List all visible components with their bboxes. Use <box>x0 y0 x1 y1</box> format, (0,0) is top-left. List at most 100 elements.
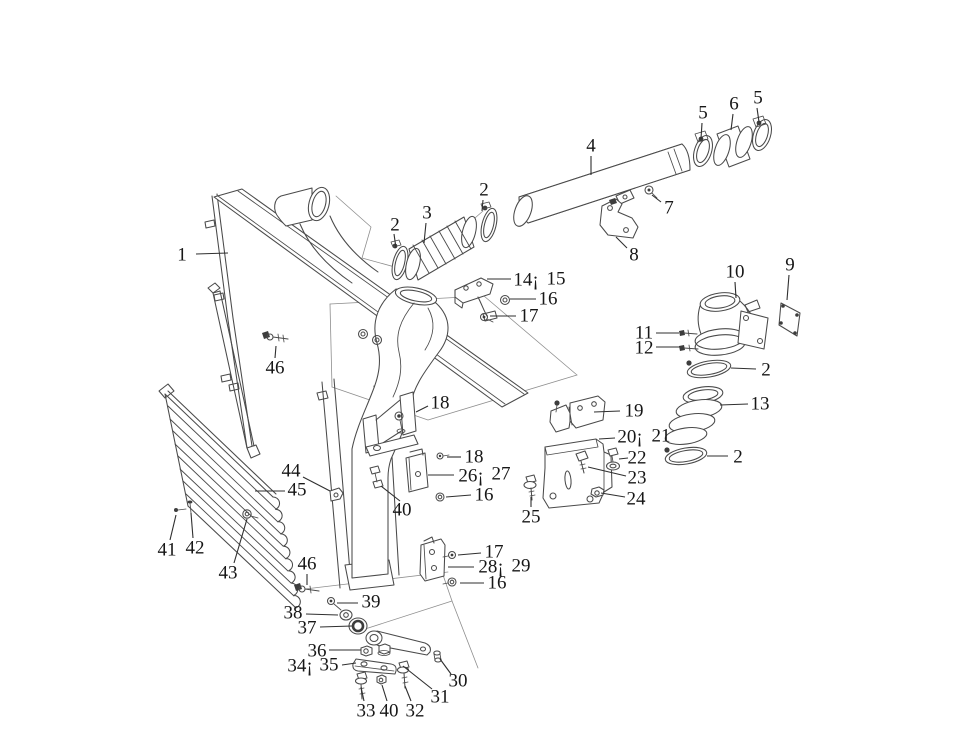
leader-line-41-37 <box>169 514 177 541</box>
part-label-35-50: 35 <box>320 655 339 676</box>
clamp-2-lower-right <box>664 446 708 466</box>
leader-line-5-5 <box>700 122 703 140</box>
leader-line-20¡-23 <box>598 437 616 440</box>
bolt-23 <box>575 450 589 474</box>
leader-line-13-15 <box>719 403 749 406</box>
part-label-33-51: 33 <box>357 701 376 722</box>
leader-line-16-32 <box>445 494 472 498</box>
elbow-flange-plate <box>737 310 769 350</box>
part-label-2-16: 2 <box>733 447 743 468</box>
inlet-elbow <box>274 186 379 284</box>
part-label-46-40: 46 <box>298 554 317 575</box>
part-label-16-32: 16 <box>475 485 494 506</box>
stud-12 <box>679 344 699 352</box>
clip-44 <box>329 487 344 502</box>
leader-line-40-52 <box>381 684 388 702</box>
part-label-4-4: 4 <box>586 136 596 157</box>
part-label-19-22: 19 <box>625 401 644 422</box>
part-label-21-24: 21 <box>652 426 671 447</box>
leader-line-2-3 <box>481 199 484 212</box>
bolt-33 <box>354 671 368 700</box>
bellows-13 <box>664 386 724 445</box>
part-label-41-37: 41 <box>158 540 177 561</box>
part-label-16-19: 16 <box>539 289 558 310</box>
plate-34-35 <box>352 658 397 675</box>
bolt-39 <box>326 596 342 611</box>
part-label-2-3: 2 <box>479 180 489 201</box>
clamp-2-right <box>480 201 498 243</box>
leader-line-32-53 <box>404 685 412 702</box>
leader-line-42-38 <box>190 512 194 539</box>
leader-line-5-7 <box>756 107 760 123</box>
part-label-44-34: 44 <box>282 461 302 482</box>
leader-line-23-26 <box>587 466 627 477</box>
mount-foot-group <box>326 596 442 700</box>
part-label-14¡-17: 14¡ <box>513 270 538 291</box>
stud-30 <box>433 650 442 663</box>
part-label-2-1: 2 <box>390 215 400 236</box>
part-label-5-7: 5 <box>753 88 763 109</box>
bolt-16-c <box>442 577 457 587</box>
part-label-36-48: 36 <box>308 641 327 662</box>
leader-line-30-55 <box>439 658 452 675</box>
leader-line-18-21 <box>415 405 429 413</box>
part-label-17-20: 17 <box>520 306 539 327</box>
part-label-20¡-23: 20¡ <box>617 427 642 448</box>
bolt-25 <box>523 474 537 501</box>
bracket-8 <box>599 198 639 239</box>
condenser-corner-bracket <box>158 383 175 399</box>
condenser-screws-41-42 <box>174 500 193 514</box>
intercooler-duct <box>351 286 449 579</box>
part-label-7-8: 7 <box>664 198 674 219</box>
part-label-12-13: 12 <box>635 338 654 359</box>
duct-bosses <box>357 328 383 346</box>
part-label-10-11: 10 <box>726 262 745 283</box>
leader-line-33-51 <box>360 686 365 702</box>
screw-17-a <box>479 312 494 323</box>
leader-line-10-11 <box>734 281 737 299</box>
part-label-18-21: 18 <box>431 393 450 414</box>
leader-line-1-0 <box>195 252 229 255</box>
side-strip <box>207 282 261 459</box>
part-label-40-52: 40 <box>380 701 399 722</box>
leader-line-3-2 <box>423 222 427 244</box>
part-label-43-39: 43 <box>219 563 238 584</box>
pipe-4-group <box>513 115 773 239</box>
clamp-5-right <box>751 115 773 151</box>
part-label-27-31: 27 <box>492 464 511 485</box>
part-label-29-43: 29 <box>512 556 531 577</box>
part-label-23-26: 23 <box>628 468 647 489</box>
part-label-45-35: 45 <box>288 480 307 501</box>
radiator-core-band <box>213 188 529 408</box>
leader-line-40-33 <box>380 485 401 502</box>
leader-line-31-54 <box>402 665 433 690</box>
leader-line-6-6 <box>730 113 734 131</box>
nut-24 <box>590 486 605 498</box>
part-label-30-55: 30 <box>449 671 468 692</box>
leader-line-35-50 <box>341 662 357 666</box>
part-label-37-47: 37 <box>298 618 317 639</box>
part-label-6-6: 6 <box>729 94 739 115</box>
part-label-16-44: 16 <box>488 573 507 594</box>
condenser-nut-43 <box>242 509 259 519</box>
leader-line-2-14 <box>730 367 757 370</box>
part-label-5-5: 5 <box>698 103 708 124</box>
bolt-46-lower <box>294 583 320 594</box>
bolt-7 <box>644 185 658 199</box>
bolt-46-upper <box>262 331 289 343</box>
leader-line-38-46 <box>305 613 339 616</box>
part-label-24-27: 24 <box>627 489 647 510</box>
bracket-19-24-group <box>523 395 621 509</box>
screw-17-b <box>442 550 457 560</box>
hose-3 <box>405 215 477 281</box>
arm-31 <box>365 630 431 656</box>
part-label-40-33: 40 <box>393 500 412 521</box>
clip-40-upper <box>369 465 384 489</box>
leader-line-7-8 <box>651 194 662 203</box>
part-label-18-29: 18 <box>465 447 484 468</box>
bracket-28-29-group <box>419 536 457 587</box>
part-label-46-36: 46 <box>266 358 285 379</box>
